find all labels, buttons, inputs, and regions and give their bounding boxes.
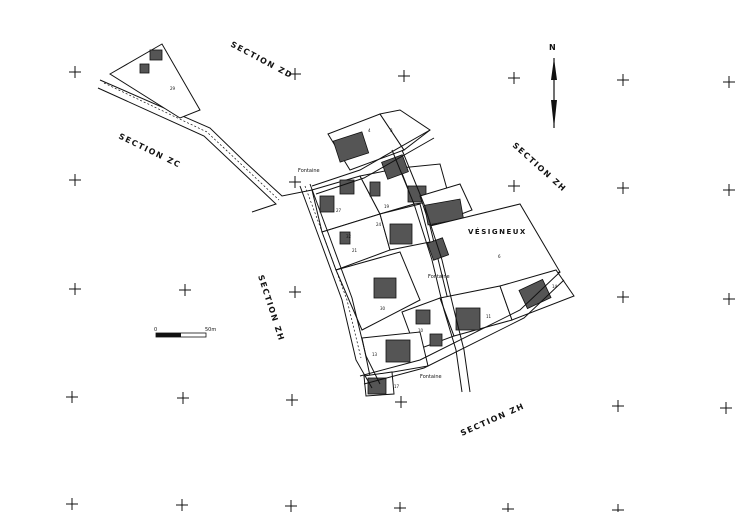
parcel-num: 27 — [336, 208, 342, 213]
parcel-num: 24 — [376, 222, 382, 227]
parcel-nw: 29 — [109, 43, 201, 119]
parcel-num: 17 — [394, 384, 400, 389]
parcel-num: 6 — [498, 254, 501, 259]
parcel-num: 19 — [384, 204, 390, 209]
section-label-zh-bottom: SECTION ZH — [459, 401, 526, 437]
parcel-num: 10 — [418, 328, 424, 333]
parcel-num: 29 — [170, 86, 176, 91]
village-parcels: 3 4 27 19 21 32 24 VÉSIGNEUX 6 Fontaine … — [311, 109, 575, 397]
parcel-num: 4 — [368, 128, 371, 133]
section-label-zd: SECTION ZD — [229, 40, 294, 80]
parcel-num: 3 — [390, 128, 393, 133]
parcel-num: 30 — [380, 306, 386, 311]
fontaine-label-top: Fontaine — [298, 168, 320, 174]
section-label-zh-left: SECTION ZH — [256, 274, 286, 343]
village-roads: Fontaine — [299, 129, 565, 393]
parcel-num: 14 — [552, 284, 558, 289]
section-label-zc: SECTION ZC — [117, 132, 182, 170]
north-label: N — [549, 43, 556, 52]
village-name: VÉSIGNEUX — [468, 227, 527, 236]
scale-bar: 0 50m — [154, 327, 216, 338]
svg-text:0: 0 — [154, 327, 157, 333]
fontaine-label-bottom: Fontaine — [420, 374, 442, 380]
fontaine-label-center: Fontaine — [428, 274, 450, 280]
parcel-num: 11 — [486, 314, 492, 319]
north-arrow: N — [549, 43, 557, 128]
grid-crosses — [66, 66, 735, 512]
parcel-num: 21 — [352, 248, 358, 253]
scale-label: 50m — [205, 327, 216, 333]
parcel-num: 13 — [372, 352, 378, 357]
parcel-num: 32 — [346, 234, 352, 239]
